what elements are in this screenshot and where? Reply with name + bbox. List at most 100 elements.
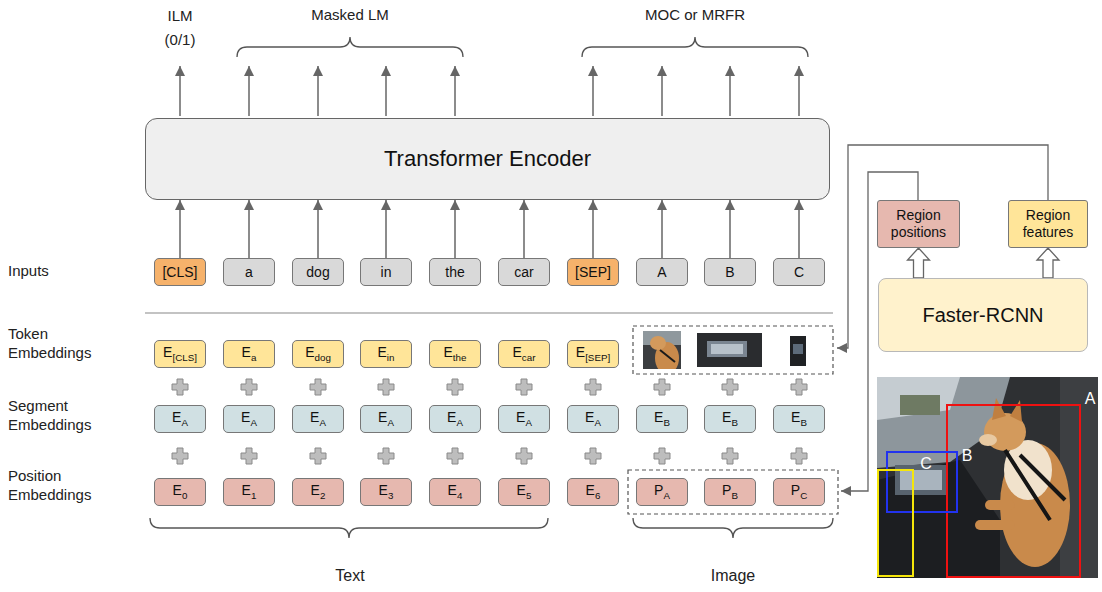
position-embedding: E0 bbox=[154, 478, 206, 506]
node-text: Ein bbox=[378, 344, 395, 364]
subscript-text: C bbox=[800, 490, 807, 501]
box-text: E bbox=[305, 344, 314, 360]
arrow-connector bbox=[454, 200, 456, 258]
separator-line bbox=[145, 312, 833, 313]
node-text: PB bbox=[722, 482, 738, 502]
box-text: E bbox=[163, 344, 172, 360]
segment-embedding: EB bbox=[773, 405, 825, 433]
subscript-text: B bbox=[731, 417, 738, 428]
box-letter: B bbox=[960, 447, 974, 465]
region-box: Region features bbox=[1008, 200, 1088, 248]
box-text: E bbox=[378, 409, 387, 425]
segment-embedding: EA bbox=[360, 405, 412, 433]
arrow-connector bbox=[798, 200, 800, 258]
box-text: E bbox=[654, 409, 663, 425]
arrow-connector bbox=[179, 200, 181, 258]
output-arrows bbox=[180, 66, 799, 116]
node-text: Ethe bbox=[444, 344, 467, 364]
input-token: A bbox=[636, 258, 688, 286]
subscript-text: [CLS] bbox=[172, 352, 197, 363]
box-text: E bbox=[447, 409, 456, 425]
arrow-connector bbox=[385, 200, 387, 258]
subscript-text: B bbox=[731, 490, 738, 501]
node-text: EA bbox=[378, 409, 394, 429]
box-text: Transformer Encoder bbox=[384, 146, 591, 171]
token-embedding: Edog bbox=[292, 340, 344, 368]
box-text: E bbox=[379, 482, 388, 498]
node-text: [CLS] bbox=[162, 264, 197, 281]
box-text: in bbox=[381, 264, 392, 280]
position-embedding: E5 bbox=[498, 478, 550, 506]
region-crops bbox=[643, 331, 806, 374]
node-text: E4 bbox=[448, 482, 463, 502]
token-embedding: E[SEP] bbox=[567, 340, 619, 368]
subscript-text: A bbox=[663, 490, 670, 501]
box-text: E bbox=[242, 482, 251, 498]
subscript-text: 6 bbox=[595, 490, 600, 501]
subscript-text: 2 bbox=[320, 490, 325, 501]
token-embedding: Ein bbox=[360, 340, 412, 368]
node-text: EA bbox=[310, 409, 326, 429]
node-text: the bbox=[445, 264, 464, 281]
node-text: Edog bbox=[305, 344, 331, 364]
subscript-text: [SEP] bbox=[585, 352, 610, 363]
node-text: EA bbox=[172, 409, 188, 429]
box-text: E bbox=[311, 482, 320, 498]
node-text: EB bbox=[791, 409, 807, 429]
box-text: P bbox=[654, 482, 663, 498]
input-token: car bbox=[498, 258, 550, 286]
dashed-group bbox=[633, 326, 833, 374]
box-text: Region positions bbox=[891, 207, 946, 240]
arrow-connector bbox=[729, 200, 731, 258]
subscript-text: B bbox=[800, 417, 807, 428]
subscript-text: 3 bbox=[388, 490, 393, 501]
arrow-connector bbox=[592, 200, 594, 258]
plus-signs bbox=[172, 379, 807, 464]
head-label: ILM (0/1) bbox=[155, 4, 205, 52]
segment-embedding: EB bbox=[636, 405, 688, 433]
node-text: in bbox=[381, 264, 392, 281]
box-text: E bbox=[378, 344, 387, 360]
node-text: Ea bbox=[242, 344, 257, 364]
arrow-connector bbox=[317, 200, 319, 258]
node-text: C bbox=[794, 264, 804, 281]
node-text: a bbox=[245, 264, 253, 281]
position-embedding: E3 bbox=[360, 478, 412, 506]
node-text: Ecar bbox=[513, 344, 536, 364]
box-text: P bbox=[791, 482, 800, 498]
node-text: E0 bbox=[173, 482, 188, 502]
subscript-text: A bbox=[181, 417, 188, 428]
node-text: EB bbox=[654, 409, 670, 429]
box-text: a bbox=[245, 264, 253, 280]
hollow-arrow bbox=[1037, 248, 1059, 278]
node-text: A bbox=[657, 264, 666, 281]
position-embedding: E1 bbox=[223, 478, 275, 506]
input-token: [SEP] bbox=[567, 258, 619, 286]
node-text: Transformer Encoder bbox=[384, 146, 591, 172]
input-token: dog bbox=[292, 258, 344, 286]
token-embedding: Ethe bbox=[429, 340, 481, 368]
box-text: car bbox=[514, 264, 533, 280]
subscript-text: A bbox=[525, 417, 532, 428]
region-box: Region positions bbox=[877, 200, 960, 248]
node-text: EA bbox=[447, 409, 463, 429]
node-text: E1 bbox=[242, 482, 257, 502]
detector-box: Faster-RCNN bbox=[878, 278, 1088, 352]
subscript-text: A bbox=[387, 417, 394, 428]
box-text: E bbox=[241, 409, 250, 425]
node-text: Region positions bbox=[881, 207, 956, 241]
box-text: E bbox=[516, 409, 525, 425]
input-token: C bbox=[773, 258, 825, 286]
subscript-text: A bbox=[594, 417, 601, 428]
box-text: E bbox=[513, 344, 522, 360]
position-embedding: PA bbox=[636, 478, 688, 506]
arrow-connector bbox=[661, 200, 663, 258]
row-label: Token Embeddings bbox=[8, 324, 103, 362]
head-label: MOC or MRFR bbox=[615, 5, 775, 25]
box-text: A bbox=[657, 264, 666, 280]
node-text: EA bbox=[241, 409, 257, 429]
box-text: [CLS] bbox=[162, 264, 197, 280]
position-embedding: E2 bbox=[292, 478, 344, 506]
